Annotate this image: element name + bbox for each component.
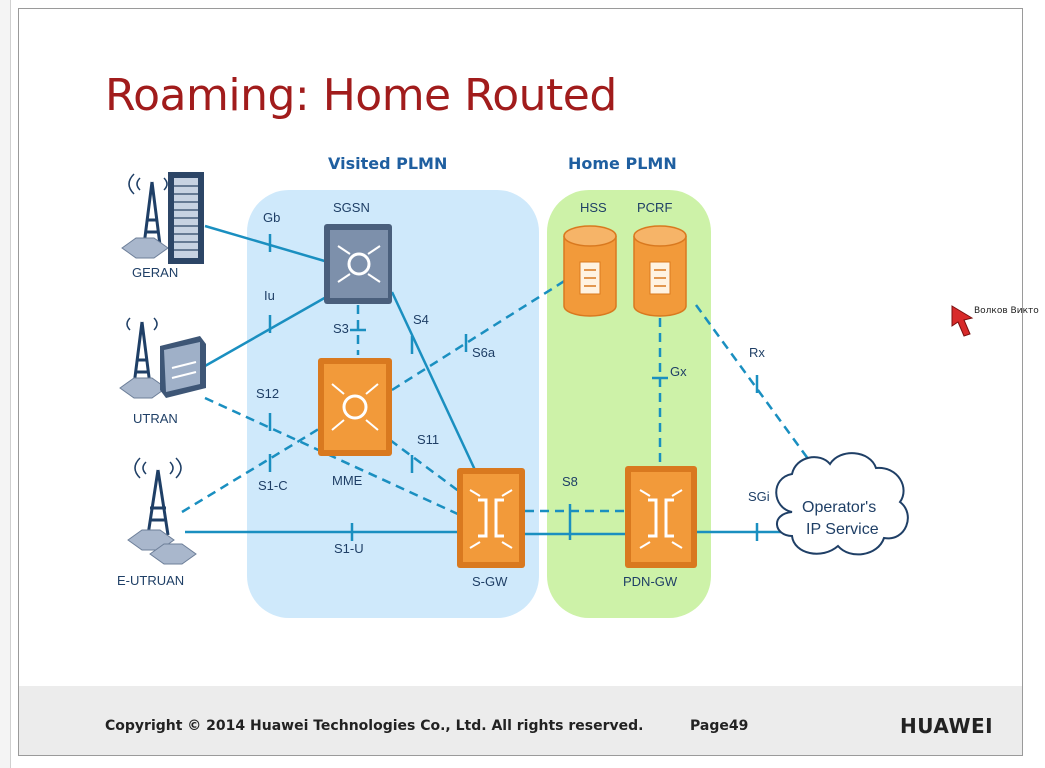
sgsn-node: SGSN	[324, 200, 392, 304]
iface-s4: S4	[413, 312, 429, 327]
iface-iu: Iu	[264, 288, 275, 303]
link-pcrf-cloud	[694, 304, 824, 479]
hss-label: HSS	[580, 200, 607, 215]
link-utran-sgw	[204, 396, 461, 517]
database-icon	[633, 225, 687, 317]
sgw-label: S-GW	[472, 574, 508, 589]
dashed-links	[181, 278, 824, 517]
page-number: Page49	[690, 718, 749, 734]
router-icon	[324, 224, 392, 304]
copyright-text: Copyright © 2014 Huawei Technologies Co.…	[105, 718, 644, 734]
eutran-node: E-UTRUAN	[117, 457, 197, 588]
sgsn-label: SGSN	[333, 200, 370, 215]
iface-s1u: S1-U	[334, 541, 364, 556]
cloud-icon	[775, 452, 909, 556]
iface-s12: S12	[256, 386, 279, 401]
antenna-tower-icon	[127, 457, 197, 565]
cloud-line-1: Operator's	[802, 499, 876, 516]
slide-footer	[19, 686, 1022, 755]
antenna-tower-icon	[119, 317, 167, 399]
link-sgsn-sgw	[390, 291, 477, 471]
mme-node: MME	[318, 358, 392, 488]
antenna-tower-icon	[121, 173, 176, 259]
pcrf-node: PCRF	[633, 200, 687, 317]
database-icon	[563, 225, 617, 317]
iface-sgi: SGi	[748, 489, 770, 504]
link-mme-hss	[391, 278, 567, 392]
link-utran-sgsn	[204, 294, 329, 368]
router-icon	[625, 466, 697, 568]
geran-label: GERAN	[132, 265, 178, 280]
server-rack-icon	[168, 172, 204, 264]
iface-gx: Gx	[670, 364, 687, 379]
mouse-pointer-icon	[951, 305, 974, 337]
utran-label: UTRAN	[133, 411, 178, 426]
mme-label: MME	[332, 473, 363, 488]
home-plmn-label: Home PLMN	[568, 154, 677, 173]
router-icon	[457, 468, 525, 568]
cursor-user-label: Волков Викто	[974, 306, 1039, 316]
cloud-line-2: IP Service	[806, 521, 879, 538]
interface-labels: Gb Iu S3 S4 S6a S12 S11 S1-C S1-U S8 Gx …	[256, 210, 770, 556]
iface-s11: S11	[417, 432, 439, 447]
pdngw-label: PDN-GW	[623, 574, 678, 589]
operator-cloud: Operator's IP Service	[775, 452, 909, 556]
router-icon	[160, 336, 206, 398]
iface-s1c: S1-C	[258, 478, 288, 493]
link-eutran-mme	[181, 425, 323, 514]
pdngw-node: PDN-GW	[623, 466, 697, 589]
iface-s6a: S6a	[472, 345, 496, 360]
iface-s3: S3	[333, 321, 349, 336]
solid-links	[185, 224, 790, 536]
left-edge-strip	[0, 0, 11, 768]
pcrf-label: PCRF	[637, 200, 672, 215]
iface-rx: Rx	[749, 345, 765, 360]
visited-plmn-label: Visited PLMN	[328, 154, 448, 173]
iface-s8: S8	[562, 474, 578, 489]
geran-node: GERAN	[121, 172, 204, 280]
router-icon	[318, 358, 392, 456]
hss-node: HSS	[563, 200, 617, 317]
brand-name: HUAWEI	[900, 714, 994, 738]
link-geran-sgsn	[204, 224, 329, 264]
eutran-label: E-UTRUAN	[117, 573, 184, 588]
iface-gb: Gb	[263, 210, 280, 225]
interface-ticks	[268, 234, 759, 541]
utran-node: UTRAN	[119, 317, 206, 426]
slide-title: Roaming: Home Routed	[105, 70, 617, 121]
sgw-node: S-GW	[457, 468, 525, 589]
